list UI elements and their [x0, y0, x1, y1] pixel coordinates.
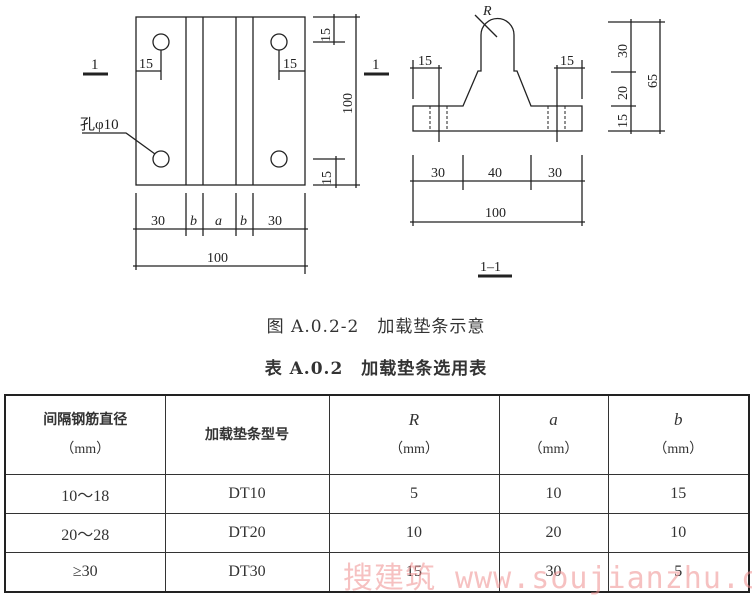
cell: 10	[328, 513, 500, 553]
section-hole-offset-left: 15	[418, 54, 432, 69]
cell: 10	[607, 513, 750, 553]
section-total-height: 65	[646, 74, 661, 88]
technical-drawing: 1 15 15 孔φ10 15 15 100 30 b a b 30 100 1…	[80, 4, 665, 278]
section-width-part: 40	[488, 166, 502, 181]
cell: 20～28	[4, 513, 166, 553]
table-header-row: 间隔钢筋直径 （mm） 加载垫条型号 R （mm） a （mm） b （mm）	[4, 394, 750, 475]
header-r: R （mm）	[328, 394, 500, 475]
plan-view	[82, 14, 389, 274]
section-total-width: 100	[485, 206, 506, 221]
header-label: a	[549, 410, 558, 429]
hole-offset-top: 15	[319, 28, 334, 42]
table-row: 20～28 DT20 10 20 10	[4, 513, 750, 553]
section-hole-offset-right: 15	[560, 54, 574, 69]
cell: 10	[498, 474, 609, 514]
header-unit: （mm）	[528, 442, 579, 457]
section-width-part: 30	[431, 166, 445, 181]
plan-height: 100	[341, 93, 356, 114]
cell: DT30	[164, 552, 330, 593]
header-unit: （mm）	[389, 442, 439, 457]
plan-total-width: 100	[207, 251, 228, 266]
header-model: 加载垫条型号	[164, 394, 330, 475]
hole-offset-bottom: 15	[320, 171, 335, 185]
header-b: b （mm）	[607, 394, 750, 475]
selection-table: 间隔钢筋直径 （mm） 加载垫条型号 R （mm） a （mm） b （mm） …	[4, 394, 750, 593]
section-marker-right: 1	[372, 57, 380, 73]
table-title: 表 A.0.2 加载垫条选用表	[264, 359, 488, 379]
cell: 15	[607, 474, 750, 514]
section-profile	[412, 17, 583, 132]
plan-width-part: 30	[268, 214, 282, 229]
table-row: ≥30 DT30 15 30 5	[4, 552, 750, 593]
hole-icon	[270, 150, 288, 168]
hole-label: 孔φ10	[80, 116, 119, 133]
section-height-part: 15	[616, 114, 631, 128]
header-bar-diameter: 间隔钢筋直径 （mm）	[4, 394, 166, 475]
cell: DT20	[164, 513, 330, 553]
hole-icon	[270, 33, 288, 51]
hole-offset-left: 15	[139, 57, 153, 72]
section-marker-left: 1	[91, 57, 99, 73]
hole-leader	[82, 132, 156, 155]
hole-offset-right: 15	[283, 57, 297, 72]
header-label: 加载垫条型号	[205, 427, 289, 443]
header-a: a （mm）	[498, 394, 609, 475]
cell: 5	[607, 552, 750, 593]
plate-outline	[135, 16, 306, 186]
hole-icon	[152, 150, 170, 168]
section-title: 1–1	[480, 260, 501, 275]
header-label: b	[674, 410, 683, 429]
cell: 30	[498, 552, 609, 593]
cell: 15	[328, 552, 500, 593]
header-label: R	[408, 410, 420, 429]
header-unit: （mm）	[653, 442, 704, 457]
radius-leader	[474, 14, 498, 38]
radius-label: R	[482, 4, 492, 19]
section-view	[410, 14, 665, 278]
figure-caption: 图 A.0.2-2 加载垫条示意	[266, 317, 486, 337]
header-label: 间隔钢筋直径	[43, 412, 128, 428]
plan-width-part: b	[240, 214, 247, 229]
cell: 10～18	[4, 474, 166, 514]
cell: ≥30	[4, 552, 166, 593]
header-unit: （mm）	[60, 442, 111, 457]
table-row: 10～18 DT10 5 10 15	[4, 474, 750, 514]
section-height-part: 30	[616, 44, 631, 58]
plan-width-part: 30	[151, 214, 165, 229]
plan-width-part: a	[215, 214, 222, 229]
hole-icon	[152, 33, 170, 51]
section-height-part: 20	[616, 86, 631, 100]
cell: 20	[498, 513, 609, 553]
plan-width-part: b	[190, 214, 197, 229]
cell: 5	[328, 474, 500, 514]
cell: DT10	[164, 474, 330, 514]
section-width-part: 30	[548, 166, 562, 181]
